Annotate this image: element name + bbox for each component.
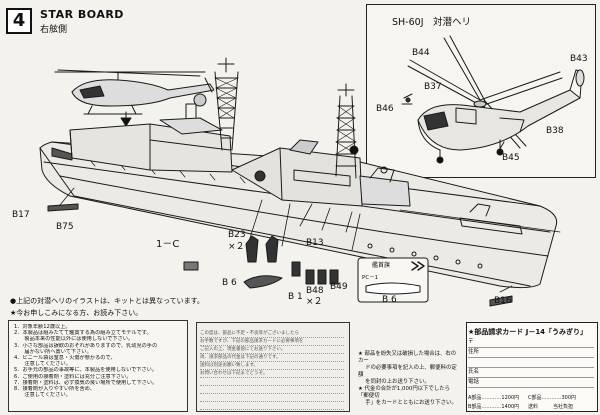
part-label-b48-quantity: ×２: [306, 297, 323, 307]
note-item: 製品本来の性能以外には使用しないで下さい。: [14, 336, 134, 343]
card-row-name[interactable]: 氏名: [468, 368, 594, 378]
part-label-b48: B48: [306, 286, 324, 296]
center-notice-text: この度は、部品に不足・不良等がございましたら お手数ですが、下記の部品請求カード…: [200, 330, 344, 410]
order-info-line: ★ 代金の合計が1,000円以下でしたら「郵便切: [358, 386, 451, 399]
note-item: 2．本製品は組みたてて鑑賞する為の組み立てモデルです。: [14, 330, 152, 337]
helicopter-illustration-note: ●上記の対潜ヘリのイラストは、キットとは異なっています。: [10, 297, 204, 305]
note-item: 7．接着剤・塗料は、必ず換気の良い場所で使用して下さい。: [14, 379, 158, 386]
order-lead-text: ★今お申しこみになる方、お読み下さい。: [10, 309, 143, 317]
inset-label-b43: B43: [570, 54, 588, 64]
inset-label-b44: B44: [412, 48, 430, 58]
notice-line: [200, 378, 344, 386]
order-info-line: ★ 部品を紛失又は破損した場合は、右のカー: [358, 351, 457, 364]
part-label-b6: B 6: [222, 278, 237, 288]
notice-line: [200, 386, 344, 394]
order-info-line: を同封の上お送り下さい。: [358, 379, 430, 385]
notice-line: [200, 394, 344, 402]
notice-line: お問い合わせは下記までどうぞ。: [200, 370, 344, 378]
step-title: STAR BOARD: [40, 8, 124, 21]
part-label-b16: B16: [494, 296, 512, 306]
note-item: 注意してください。: [14, 392, 71, 399]
order-info-line: 手」をカードとともにお送り下さい。: [358, 400, 457, 406]
price-b-parts: B部品…………1400円: [468, 404, 520, 410]
inset-label-b46: B46: [376, 104, 394, 114]
order-info-text: ★ 部品を紛失又は破損した場合は、右のカー ドの必要事項を記入の上、郵便料の定額…: [358, 351, 460, 407]
flag-label: 艦首旗: [372, 262, 391, 269]
part-label-b17: B17: [12, 210, 30, 220]
shipping-note: 送料 当社負担: [528, 404, 574, 410]
notice-line: [200, 402, 344, 410]
price-a-parts: A部品…………1200円: [468, 395, 520, 401]
note-item: 5．お手元の部品の事故等に、本製品を使用しないで下さい。: [14, 367, 158, 374]
notice-line: お手数ですが、下記の部品請求カードに必要事項を: [200, 338, 344, 346]
sh60j-helicopter-illustration: [401, 35, 585, 164]
small-helicopter-illustration: [54, 69, 215, 127]
superstructure: [69, 57, 411, 207]
loose-parts: [47, 203, 513, 307]
inset-label-b38: B38: [546, 126, 564, 136]
step-subtitle: 右舷側: [40, 25, 68, 35]
part-placement-arrows: [59, 187, 513, 293]
inset-label-b45: B45: [502, 153, 520, 163]
part-label-b13: B13: [306, 238, 324, 248]
part-label-b23-quantity: ×２: [228, 242, 245, 252]
notes-box: [8, 320, 188, 412]
helicopter-inset-title: SH-60J 対潜ヘリ: [392, 17, 471, 28]
note-item: 3．小さな部品は誤飲のおそれがありますので、乳幼児の手の: [14, 342, 158, 349]
card-row-postal[interactable]: 〒: [468, 338, 594, 348]
part-label-b49: B49: [330, 282, 348, 292]
order-info-line: ドの必要事項を記入の上、郵便料の定額: [358, 365, 457, 378]
card-row-phone[interactable]: 電話: [468, 378, 594, 388]
notice-line: この度は、部品に不足・不良等がございましたら: [200, 330, 344, 338]
pc-label: PC－1: [362, 275, 379, 281]
card-row-address-extra[interactable]: [468, 358, 594, 368]
note-item: 8．接着剤が入りやすい所を含め、: [14, 386, 96, 393]
inset-label-b37: B37: [424, 82, 442, 92]
order-card-title: ★部品請求カード J－14「うみぎり」: [468, 328, 588, 336]
detail-label-b6: B 6: [382, 295, 397, 305]
note-item: 6．ご使用の接着剤・塗料には充分ご注意下さい。: [14, 373, 132, 380]
part-label-1c: 1－C: [156, 239, 180, 250]
helicopter-inset-frame: [366, 4, 596, 178]
part-label-b1: B 1: [288, 292, 303, 302]
note-item: 注意してください。: [14, 361, 71, 368]
part-label-b75: B75: [56, 222, 74, 232]
notice-line: 尚、請求部品の代金は下記の通りです。: [200, 354, 344, 362]
notice-line: 送料は別途お願い致します。: [200, 362, 344, 370]
note-item: 1．対象年齢12歳以上。: [14, 324, 71, 330]
notes-list: 1．対象年齢12歳以上。 2．本製品は組みたてて鑑賞する為の組み立てモデルです。…: [14, 324, 184, 398]
b6-detail-box: [357, 257, 429, 303]
card-row-address[interactable]: 住所: [468, 348, 594, 358]
part-label-b23: B23: [228, 230, 246, 240]
note-item: 届かない所へ置いて下さい。: [14, 348, 92, 355]
step-number-badge: 4: [6, 8, 32, 34]
notice-line: ご記入の上、現金書留にてお送り下さい。: [200, 346, 344, 354]
price-c-parts: C部品…………300円: [528, 395, 577, 401]
note-item: 4．ビニール袋は窒息・火傷が懸かるので、: [14, 355, 116, 362]
